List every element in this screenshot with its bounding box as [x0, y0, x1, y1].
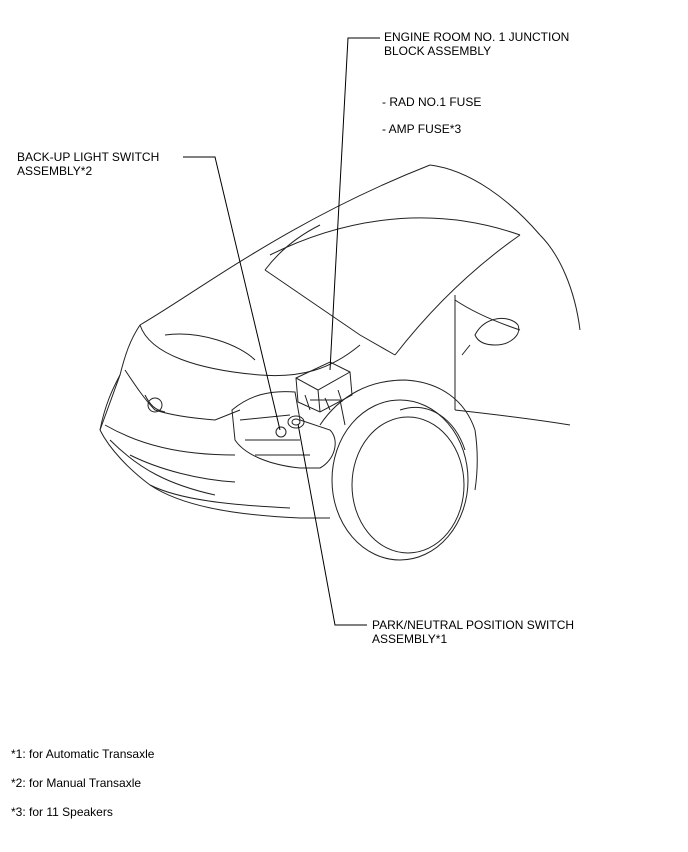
- rad-fuse-label: - RAD NO.1 FUSE: [382, 95, 482, 109]
- backup-switch-label-line2: ASSEMBLY*2: [17, 164, 93, 178]
- park-switch-shape: [287, 415, 305, 429]
- amp-fuse-label: - AMP FUSE*3: [382, 122, 462, 136]
- park-switch-leader: [297, 423, 367, 626]
- junction-block-label: ENGINE ROOM NO. 1 JUNCTION BLOCK ASSEMBL…: [384, 30, 569, 58]
- park-switch-label: PARK/NEUTRAL POSITION SWITCH ASSEMBLY*1: [372, 618, 574, 646]
- park-switch-label-line2: ASSEMBLY*1: [372, 632, 448, 646]
- park-switch-label-line1: PARK/NEUTRAL POSITION SWITCH: [372, 618, 575, 632]
- leader-lines: [183, 37, 380, 626]
- backup-switch-leader: [183, 156, 281, 431]
- backup-switch-label-line1: BACK-UP LIGHT SWITCH: [17, 150, 160, 164]
- junction-block-label-line1: ENGINE ROOM NO. 1 JUNCTION: [384, 30, 570, 44]
- footnote-speakers: *3: for 11 Speakers: [11, 805, 113, 819]
- junction-block-leader: [329, 37, 380, 371]
- engine-components: [231, 361, 353, 469]
- junction-block-label-line2: BLOCK ASSEMBLY: [384, 44, 492, 58]
- backup-switch-shape: [275, 426, 287, 438]
- backup-switch-label: BACK-UP LIGHT SWITCH ASSEMBLY*2: [17, 150, 159, 178]
- footnote-automatic: *1: for Automatic Transaxle: [11, 747, 155, 761]
- vehicle-outline: [99, 164, 581, 561]
- footnote-manual: *2: for Manual Transaxle: [11, 776, 142, 790]
